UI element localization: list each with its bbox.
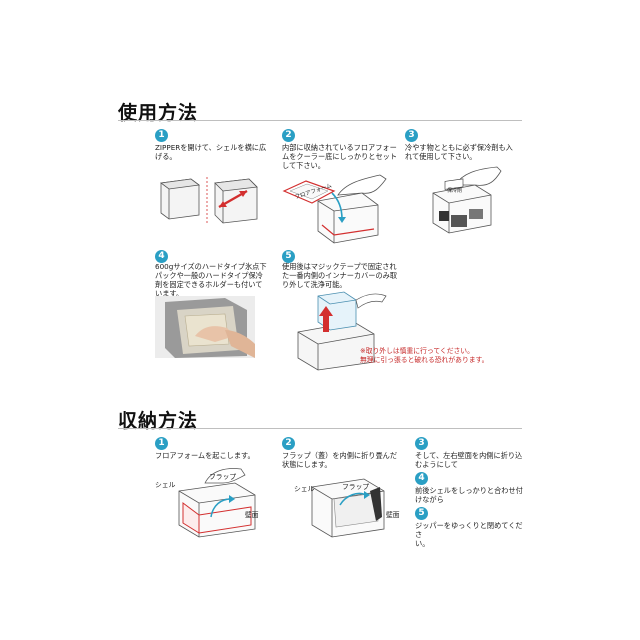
step-number-badge: 2 <box>282 129 295 142</box>
cooler-with-ice-pack-illustration <box>405 163 515 238</box>
shell-label: シェル <box>155 479 175 489</box>
step-text: フロアフォームを起こします。 <box>155 451 275 460</box>
step-number-badge: 1 <box>155 129 168 142</box>
open-shell-illustration <box>155 169 265 229</box>
step-number-badge: 4 <box>415 472 428 485</box>
step-number-badge: 5 <box>415 507 428 520</box>
wall-label: 壁面 <box>386 509 400 519</box>
step-number-badge: 3 <box>405 129 418 142</box>
usage-step-2: 2 内部に収納されているフロアフォー ムをクーラー底にしっかりとセット して下さ… <box>282 129 397 239</box>
step-number-badge: 1 <box>155 437 168 450</box>
storage-step-1: 1 フロアフォームを起こします。 フラップ シェル 壁面 <box>155 437 275 552</box>
step-text: 前後シェルをしっかりと合わせ付 けながら <box>415 486 527 504</box>
usage-step-1: 1 ZIPPERを開けて、シェルを横に広 げる。 <box>155 129 265 229</box>
step-text: 使用後はマジックテープで固定され た一番内側のインナーカバーのみ取 り外して洗浄… <box>282 262 402 289</box>
step-number-badge: 2 <box>282 437 295 450</box>
step-number-badge: 3 <box>415 437 428 450</box>
wall-label: 壁面 <box>245 509 259 519</box>
step-text: ZIPPERを開けて、シェルを横に広 げる。 <box>155 143 267 161</box>
step-text: そして、左右壁面を内側に折り込 むようにして <box>415 451 527 469</box>
floor-form-illustration <box>282 165 397 240</box>
usage-divider <box>118 120 522 121</box>
flap-label: フラップ <box>209 471 236 481</box>
storage-step-4: 4 前後シェルをしっかりと合わせ付 けながら <box>415 472 525 502</box>
fold-flap-illustration <box>300 465 400 545</box>
usage-step-5: 5 使用後はマジックテープで固定され た一番内側のインナーカバーのみ取 り外して… <box>282 250 522 365</box>
caution-note: ※取り外しは慎重に行ってください。 無理に引っ張ると破れる恐れがあります。 <box>360 347 525 364</box>
storage-step-3: 3 そして、左右壁面を内側に折り込 むようにして <box>415 437 525 467</box>
step-text: 冷やす物とともに必ず保冷剤も入 れて使用して下さい。 <box>405 143 517 161</box>
storage-divider <box>118 428 522 429</box>
shell-label: シェル <box>294 483 314 493</box>
step-text: 600gサイズのハードタイプ氷点下 パックや一般のハードタイプ保冷 剤を固定でき… <box>155 262 269 298</box>
storage-step-2: 2 フラップ（蓋）を内側に折り畳んだ 状態にします。 フラップ シェル 壁面 <box>282 437 407 552</box>
usage-step-3: 3 冷やす物とともに必ず保冷剤も入 れて使用して下さい。 保冷剤 <box>405 129 515 239</box>
step-text: ジッパーをゆっくりと閉めてくださ い。 <box>415 521 527 548</box>
ice-pack-label: 保冷剤 <box>447 187 462 194</box>
storage-step-5: 5 ジッパーをゆっくりと閉めてくださ い。 <box>415 507 525 537</box>
usage-step-4: 4 600gサイズのハードタイプ氷点下 パックや一般のハードタイプ保冷 剤を固定… <box>155 250 265 365</box>
holder-photo-illustration <box>155 296 255 358</box>
flap-label: フラップ <box>342 481 369 491</box>
